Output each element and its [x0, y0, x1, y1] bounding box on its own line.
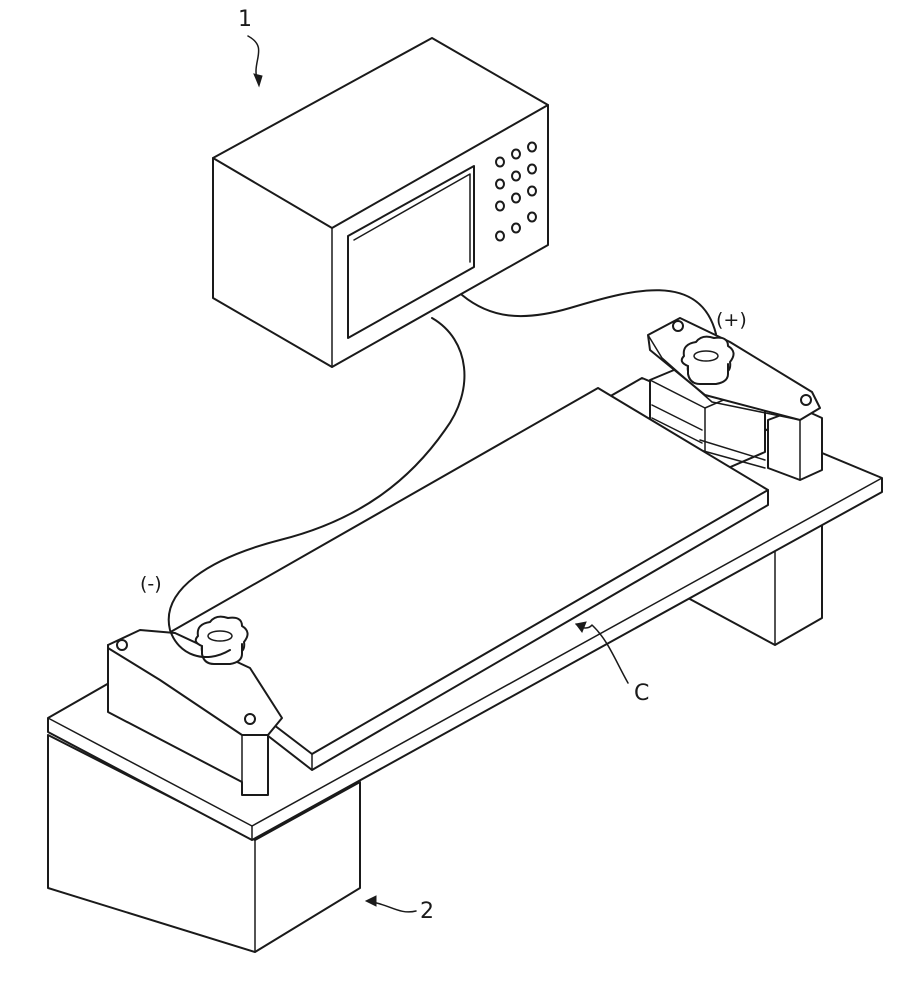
base-reference-label: 2: [420, 899, 434, 924]
negative-terminal-label: (-): [140, 573, 162, 595]
positive-terminal-label: (+): [716, 309, 747, 331]
controller-leader-arrow: [248, 36, 262, 86]
sample-reference-label: C: [634, 681, 649, 706]
controller-unit: [213, 38, 548, 367]
positive-clamp-knob: [682, 337, 734, 384]
controller-reference-label: 1: [238, 7, 252, 32]
base-leader-arrow: [366, 896, 416, 912]
